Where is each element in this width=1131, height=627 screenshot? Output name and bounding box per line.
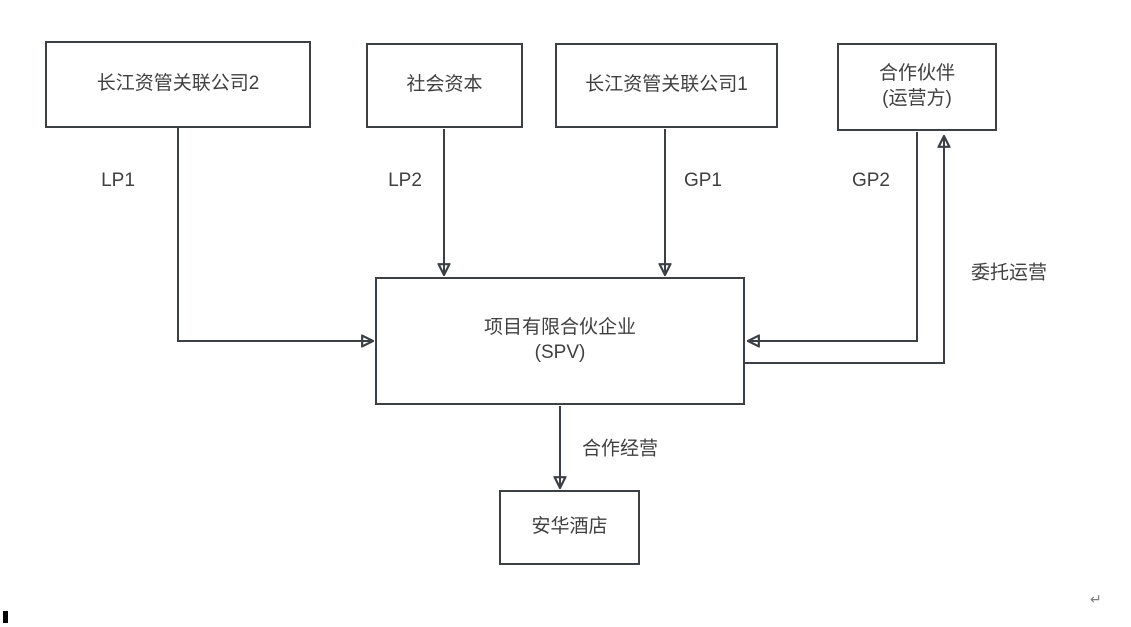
node-company2: 长江资管关联公司2	[45, 41, 311, 128]
edge-label-lp2: LP2	[388, 170, 422, 191]
edge-label-cooperative-operation: 合作经营	[581, 438, 659, 460]
node-hotel: 安华酒店	[499, 490, 640, 565]
text-caret-artifact	[3, 611, 8, 623]
node-spv-label: 项目有限合伙企业 (SPV)	[483, 317, 636, 363]
node-partner-operator-label: 合作伙伴 (运营方)	[878, 63, 955, 109]
edge-label-entrusted-operation: 委托运营	[970, 262, 1048, 284]
node-spv: 项目有限合伙企业 (SPV)	[375, 277, 745, 405]
connector-gp2-partner-to-spv	[748, 132, 918, 341]
connector-lp1-company2-to-spv	[177, 128, 373, 341]
node-company2-label: 长江资管关联公司2	[96, 73, 260, 95]
node-company1: 长江资管关联公司1	[555, 43, 778, 128]
edge-label-gp1: GP1	[683, 170, 723, 191]
node-social-capital-label: 社会资本	[406, 74, 483, 96]
connector-entrusted-spv-to-partner	[745, 136, 944, 364]
edge-label-lp1: LP1	[101, 170, 135, 191]
edge-label-gp2: GP2	[851, 170, 891, 191]
node-hotel-label: 安华酒店	[531, 516, 608, 538]
node-social-capital: 社会资本	[366, 43, 523, 128]
return-mark-icon: ↵	[1090, 592, 1102, 608]
node-company1-label: 长江资管关联公司1	[585, 74, 748, 96]
node-partner-operator: 合作伙伴 (运营方)	[837, 43, 997, 131]
